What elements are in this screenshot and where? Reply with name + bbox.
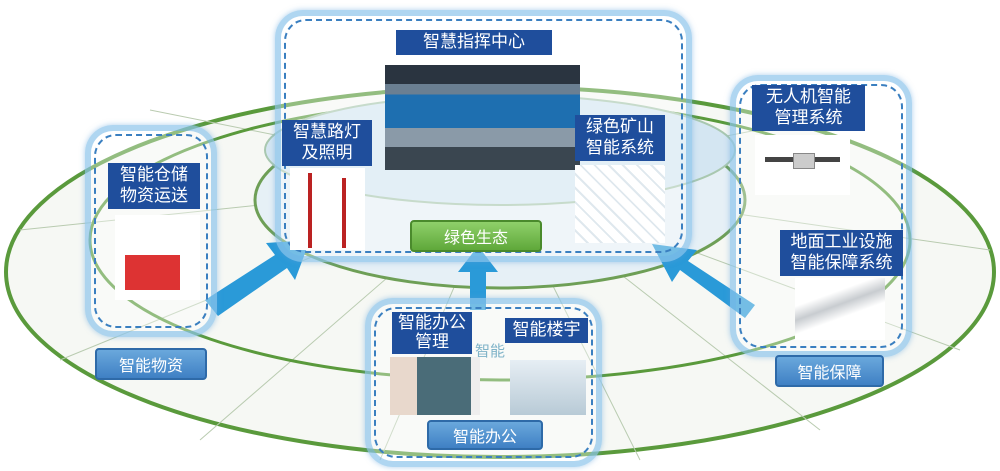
arrow-left-icon <box>205 240 310 316</box>
drone-label: 无人机智能 管理系统 <box>752 85 865 131</box>
smart-building-label: 智能楼宇 <box>505 318 588 343</box>
arrow-up-icon <box>458 246 498 310</box>
office-management-label: 智能办公 管理 <box>392 312 472 354</box>
faint-office-text: 智能 <box>475 342 506 360</box>
streetlight-label: 智慧路灯 及照明 <box>282 120 372 166</box>
facility-photo <box>795 278 885 340</box>
green-mine-label: 绿色矿山 智能系统 <box>575 115 665 161</box>
command-center-photo <box>385 65 580 170</box>
building-photo <box>510 360 586 415</box>
green-ecology-button[interactable]: 绿色生态 <box>410 220 542 252</box>
command-center-title: 智慧指挥中心 <box>396 30 552 55</box>
arrow-right-icon <box>652 244 755 318</box>
mine-system-photo <box>575 165 665 243</box>
facility-label: 地面工业设施 智能保障系统 <box>780 230 903 276</box>
forklift-photo <box>115 215 200 300</box>
smart-office-button[interactable]: 智能办公 <box>427 420 543 450</box>
warehouse-label: 智能仓储 物资运送 <box>108 163 200 209</box>
drone-photo <box>755 135 850 195</box>
smart-materials-button[interactable]: 智能物资 <box>95 348 207 380</box>
smart-security-button[interactable]: 智能保障 <box>775 355 884 387</box>
streetlight-photo <box>290 168 365 250</box>
arrows <box>205 240 755 318</box>
office-photo <box>390 357 480 415</box>
